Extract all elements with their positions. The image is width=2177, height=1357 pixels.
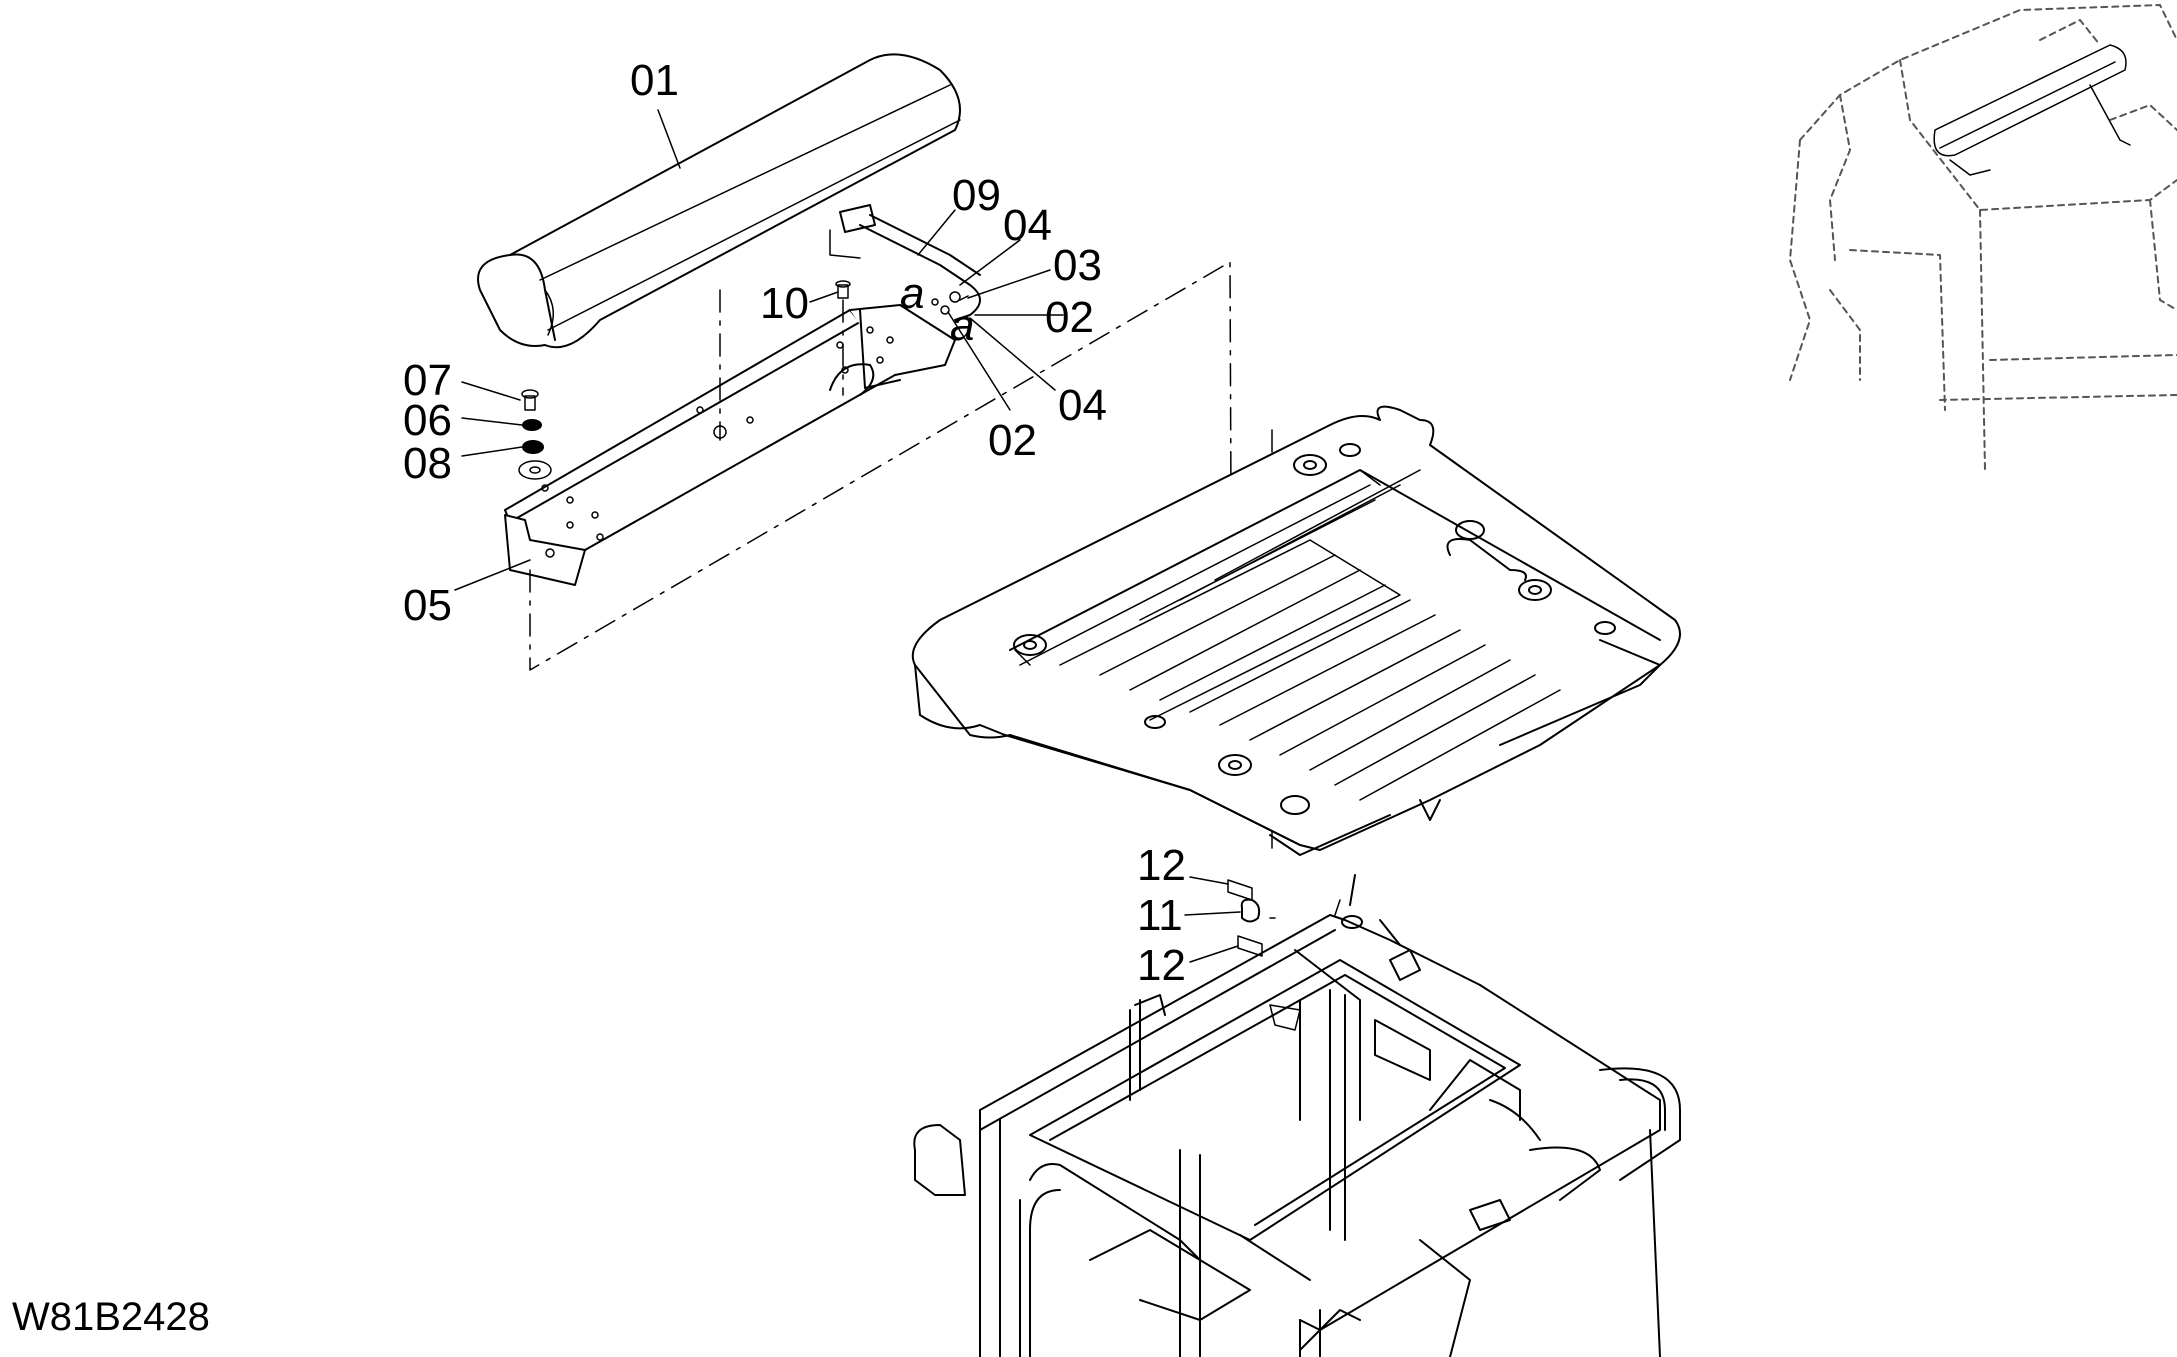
callout-03: 03 [1053,241,1102,290]
callout-12-upper: 12 [1137,841,1186,890]
cab-roof-panel [911,405,1681,856]
callout-11: 11 [1137,891,1183,940]
headrest-part-01 [477,53,961,349]
fasteners-07-06-08-10 [518,280,851,480]
callout-06: 06 [403,396,452,445]
callout-leader-lines [454,109,1241,963]
callout-02-upper: 02 [1045,293,1094,342]
cab-frame [913,874,1681,1357]
callout-05: 05 [403,581,452,630]
callout-08: 08 [403,439,452,488]
small-hardware-cluster [931,291,969,315]
marker-a-1: a [900,269,924,318]
callout-01: 01 [630,56,679,105]
callout-02-lower: 02 [988,416,1037,465]
callout-04-lower: 04 [1058,381,1107,430]
callout-10: 10 [760,279,809,328]
seals-12-and-cap-11 [1227,879,1276,957]
callout-12-lower: 12 [1137,941,1186,990]
callout-04-upper: 04 [1003,201,1052,250]
mounting-bracket-part-05 [504,304,956,586]
support-stay-part-09 [829,204,981,321]
marker-a-2: a [950,301,974,350]
callout-09: 09 [952,171,1001,220]
diagram-code: W81B2428 [12,1295,210,1339]
callout-07: 07 [403,356,452,405]
reference-cab-thumbnail [1789,4,2177,471]
